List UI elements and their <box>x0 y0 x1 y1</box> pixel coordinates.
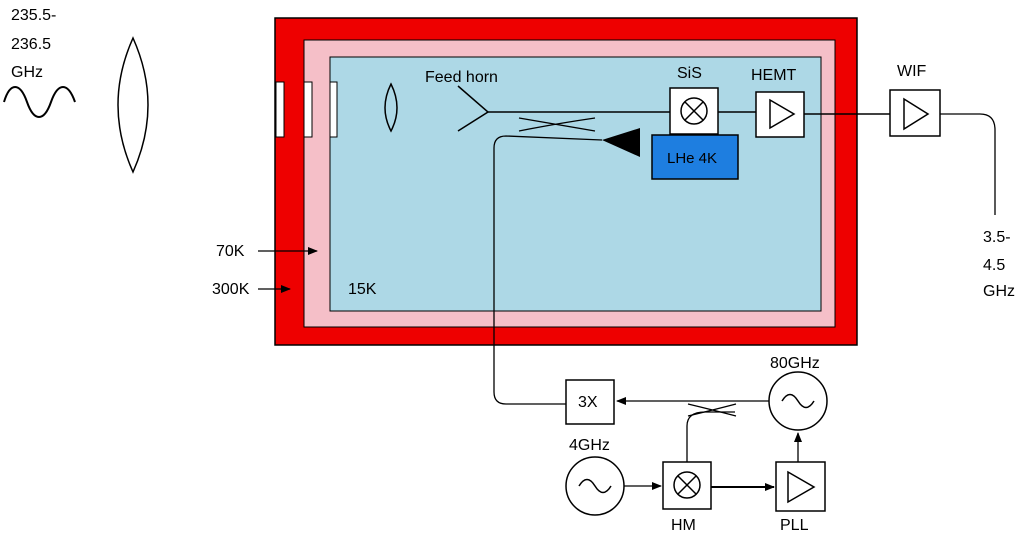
osc80-label: 80GHz <box>770 355 820 372</box>
window-15k <box>329 81 338 138</box>
osc4-wave <box>578 478 612 494</box>
pll-label: PLL <box>780 517 809 534</box>
if-output-line <box>940 113 996 215</box>
output-freq-label-1: 3.5- <box>983 229 1011 246</box>
window-70k <box>303 81 313 138</box>
stage-15k-label: 15K <box>348 281 377 298</box>
pll-amp-icon <box>787 470 816 504</box>
tripler-box <box>565 379 615 425</box>
input-freq-label-1: 235.5- <box>11 7 57 24</box>
feed-horn-label: Feed horn <box>425 69 498 86</box>
lhe-label: LHe 4K <box>667 150 718 167</box>
wif-amp-icon <box>903 97 930 131</box>
stage-300k-label: 300K <box>212 281 250 298</box>
lo-injection-wedge <box>602 128 640 157</box>
osc4-label: 4GHz <box>569 437 610 454</box>
stage-70k-label: 70K <box>216 243 245 260</box>
hm-coupler-cross <box>687 403 737 417</box>
cold-stage-15k <box>329 56 822 312</box>
lens-icon <box>117 36 149 174</box>
lo-feed-line <box>493 135 603 405</box>
input-freq-label-2: 236.5 <box>11 36 52 53</box>
output-freq-label-2: 4.5 <box>983 257 1006 274</box>
window-300k <box>275 81 285 138</box>
hemt-label: HEMT <box>751 67 797 84</box>
lhe-block <box>651 134 739 180</box>
osc80-wave <box>781 393 815 409</box>
mixer-cross <box>684 101 704 121</box>
input-wave-icon <box>3 86 76 118</box>
input-freq-label-3: GHz <box>11 64 43 81</box>
wif-label: WIF <box>897 63 927 80</box>
hm-mixer-cross <box>677 475 697 495</box>
hemt-amp-icon <box>769 98 796 130</box>
sis-label: SiS <box>677 65 702 82</box>
cold-lens-icon <box>384 82 398 133</box>
tripler-label: 3X <box>578 394 598 411</box>
hm-label: HM <box>671 517 696 534</box>
output-freq-label-3: GHz <box>983 283 1015 300</box>
hm-coupler-icon <box>686 411 735 462</box>
hemt-amp-box <box>755 91 805 138</box>
lo-coupler-icon <box>518 117 596 132</box>
